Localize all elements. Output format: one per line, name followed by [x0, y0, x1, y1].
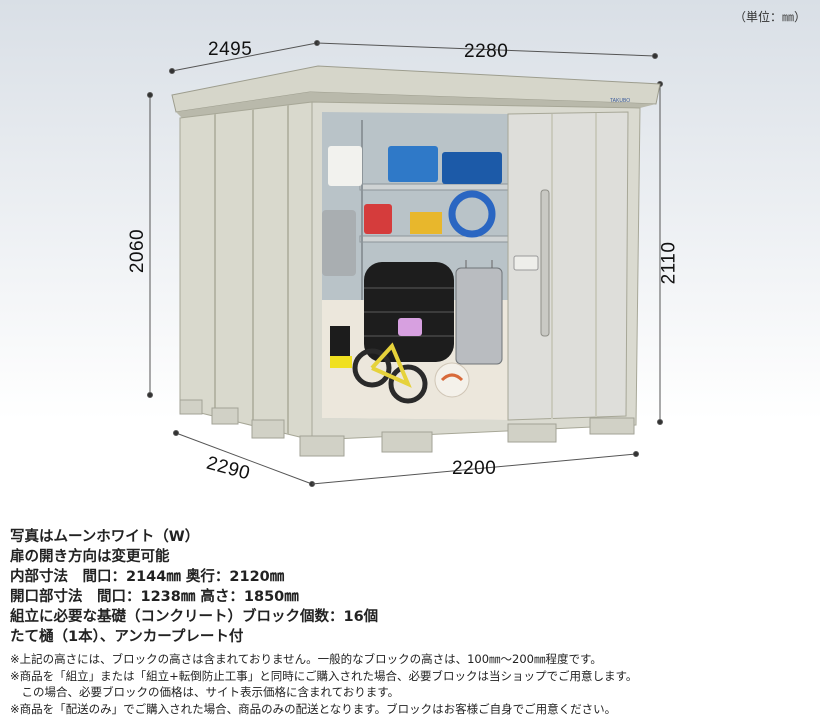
specifications-block: 写真はムーンホワイト（W） 扉の開き方向は変更可能 内部寸法 間口：2144㎜ …	[10, 527, 810, 717]
shed-roof: TAKUBO	[171, 65, 661, 118]
spec-opening-dimensions: 開口部寸法 間口：1238㎜ 高さ：1850㎜	[10, 589, 299, 605]
dimension-side-height: 2110	[658, 241, 680, 285]
dimension-top-width: 2280	[464, 41, 509, 62]
note-assembly: ※商品を「組立」または「組立+転倒防止工事」と同時にご購入された場合、必要ブロッ…	[10, 668, 638, 683]
spec-door-direction: 扉の開き方向は変更可能	[10, 549, 170, 565]
spec-accessories: たて樋（1本）、アンカープレート付	[10, 629, 244, 645]
shed-door	[507, 111, 629, 421]
spec-block-count: 組立に必要な基礎（コンクリート）ブロック個数：16個	[10, 609, 379, 625]
dimension-base-width: 2200	[452, 458, 497, 479]
note-delivery-only: ※商品を「配送のみ」でご購入された場合、商品のみの配送となります。ブロックはお客…	[10, 701, 617, 716]
note-block-price: この場合、必要ブロックの価格は、サイト表示価格に含まれております。	[10, 685, 400, 699]
spec-inner-dimensions: 内部寸法 間口：2144㎜ 奥行：2120㎜	[10, 569, 285, 585]
dimension-front-height: 2060	[127, 228, 149, 274]
dimension-top-depth: 2495	[208, 39, 253, 60]
unit-label: （単位：㎜）	[733, 10, 806, 24]
svg-text:TAKUBO: TAKUBO	[610, 98, 630, 104]
shed-diagram: TAKUBO	[147, 40, 663, 487]
foundation-blocks	[179, 399, 635, 457]
shed-side-wall	[179, 101, 313, 441]
shed-interior	[322, 112, 509, 420]
note-block-height: ※上記の高さには、ブロックの高さは含まれておりません。一般的なブロックの高さは、…	[10, 652, 602, 666]
notes-block: ※上記の高さには、ブロックの高さは含まれておりません。一般的なブロックの高さは、…	[10, 651, 810, 717]
spec-color: 写真はムーンホワイト（W）	[10, 529, 200, 545]
dimension-lines	[147, 40, 663, 487]
